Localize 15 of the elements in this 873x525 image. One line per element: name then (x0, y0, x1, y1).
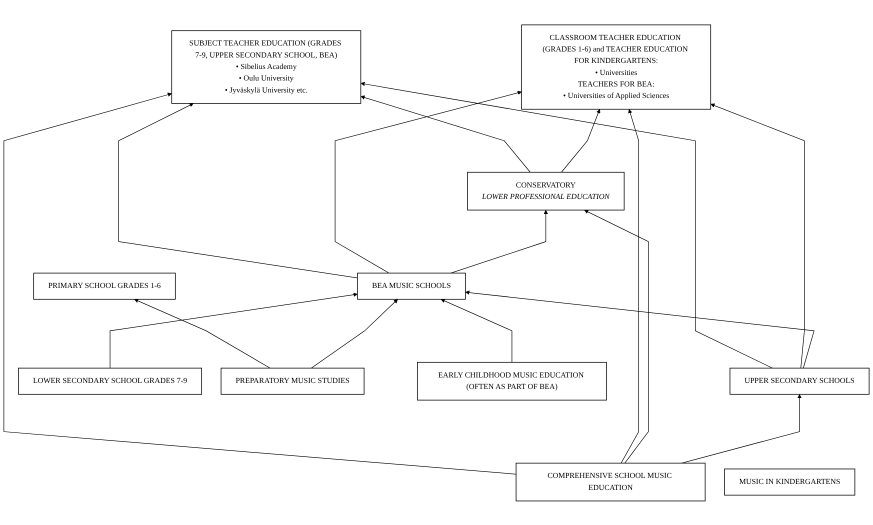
arrow (450, 209, 548, 273)
arrow (620, 108, 640, 464)
arrow (465, 290, 814, 368)
arrow (334, 90, 522, 273)
arrow (360, 95, 531, 172)
arrow (4, 92, 516, 474)
arrow (110, 292, 358, 368)
arrow (561, 108, 600, 172)
arrow (134, 298, 270, 368)
arrow (360, 81, 773, 368)
arrow (310, 298, 398, 368)
arrow (584, 209, 649, 464)
arrow (710, 103, 805, 368)
arrow (118, 102, 358, 278)
arrow (440, 298, 512, 362)
